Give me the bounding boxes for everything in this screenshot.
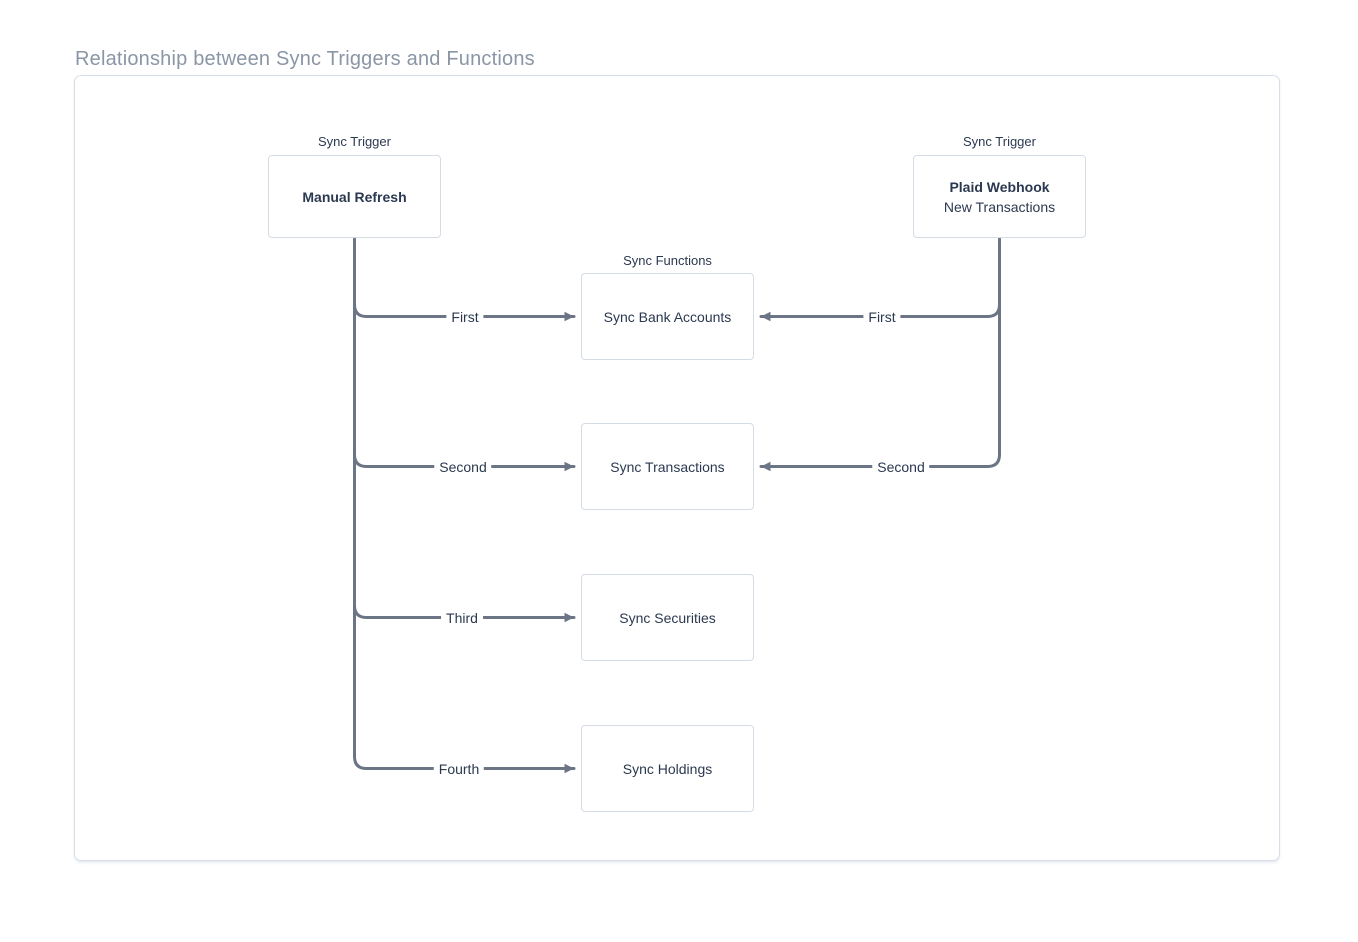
trigger-detail: New Transactions xyxy=(943,198,1056,215)
function-box-sync-holdings: Sync Holdings xyxy=(581,725,754,812)
edge-label-manual-third: Third xyxy=(441,610,483,626)
trigger-box-manual-refresh: Manual Refresh xyxy=(268,155,441,238)
edge-label-manual-fourth: Fourth xyxy=(433,761,485,777)
diagram-canvas: Sync Trigger Sync Trigger Sync Functions… xyxy=(74,75,1280,861)
function-box-sync-bank-accounts: Sync Bank Accounts xyxy=(581,273,754,360)
page-title: Relationship between Sync Triggers and F… xyxy=(75,48,535,70)
sync-trigger-label-manual: Sync Trigger xyxy=(318,134,391,149)
trigger-box-plaid-webhook: Plaid Webhook New Transactions xyxy=(913,155,1086,238)
function-box-sync-transactions: Sync Transactions xyxy=(581,423,754,510)
sync-functions-label: Sync Functions xyxy=(623,253,712,268)
function-box-sync-securities: Sync Securities xyxy=(581,574,754,661)
trigger-name: Manual Refresh xyxy=(302,188,407,205)
edge-label-webhook-second: Second xyxy=(872,459,930,475)
function-name: Sync Bank Accounts xyxy=(603,308,732,325)
edge-label-webhook-first: First xyxy=(863,309,901,325)
function-name: Sync Transactions xyxy=(610,458,725,475)
trigger-name: Plaid Webhook xyxy=(949,178,1050,195)
edge-label-manual-second: Second xyxy=(434,459,492,475)
function-name: Sync Holdings xyxy=(622,760,713,777)
sync-trigger-label-webhook: Sync Trigger xyxy=(963,134,1036,149)
edge-label-manual-first: First xyxy=(446,309,484,325)
function-name: Sync Securities xyxy=(619,609,716,626)
